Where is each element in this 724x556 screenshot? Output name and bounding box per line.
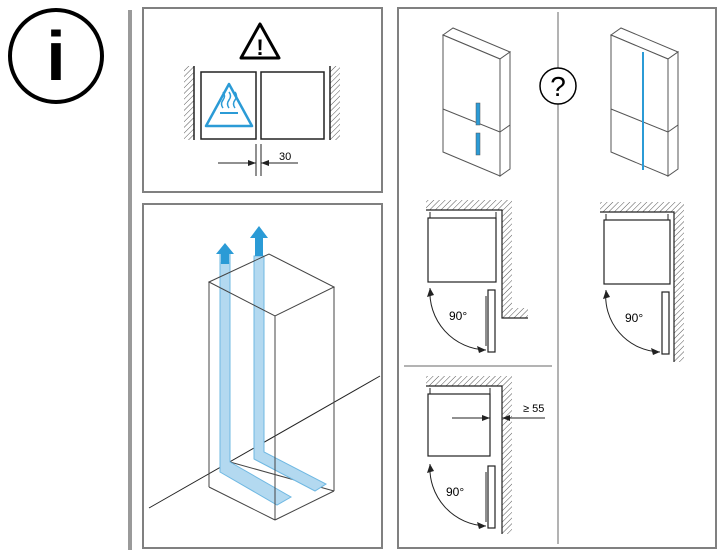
info-icon: i [8, 8, 104, 104]
panel-door-clearance: ? 90° [397, 7, 717, 549]
airflow-arrow-icon [216, 243, 234, 264]
warning-triangle-icon: ! [239, 22, 281, 60]
hot-surface-icon [204, 82, 254, 128]
angle-label: 90° [446, 485, 464, 499]
door-swing-arc [429, 287, 487, 351]
panel-side-gap: ! 30 [142, 7, 383, 193]
right-wall [330, 66, 340, 140]
left-wall [184, 66, 194, 140]
door-handle-lower [475, 132, 481, 156]
open-door [487, 289, 496, 353]
door-swing-arc [429, 463, 487, 527]
open-door [661, 291, 670, 355]
open-door [487, 465, 496, 529]
section-divider [128, 10, 132, 550]
fridge-with-handles [441, 27, 512, 177]
question-glyph: ? [550, 71, 566, 102]
clearance-label: ≥ 55 [523, 403, 544, 415]
angle-label: 90° [625, 311, 643, 325]
dimension-gap-30: 30 [218, 144, 298, 176]
fridge-front [260, 71, 325, 140]
airflow-arrow-icon [250, 226, 268, 256]
fridge-outline-front [207, 253, 336, 521]
gap-label: 30 [279, 151, 291, 163]
info-letter: i [46, 17, 65, 95]
top-view-handles-niche: 90° [426, 200, 528, 353]
question-mark-icon: ? [539, 67, 577, 105]
angle-label: 90° [449, 309, 467, 323]
door-handle-upper [475, 102, 481, 126]
top-view-clearance: ≥ 55 90° [426, 376, 545, 534]
panel-ventilation [142, 203, 383, 549]
door-swing-arc [605, 289, 661, 353]
top-view-no-handles: 90° [600, 202, 684, 362]
warning-mark: ! [256, 35, 263, 60]
fridge-without-handles [609, 27, 680, 177]
